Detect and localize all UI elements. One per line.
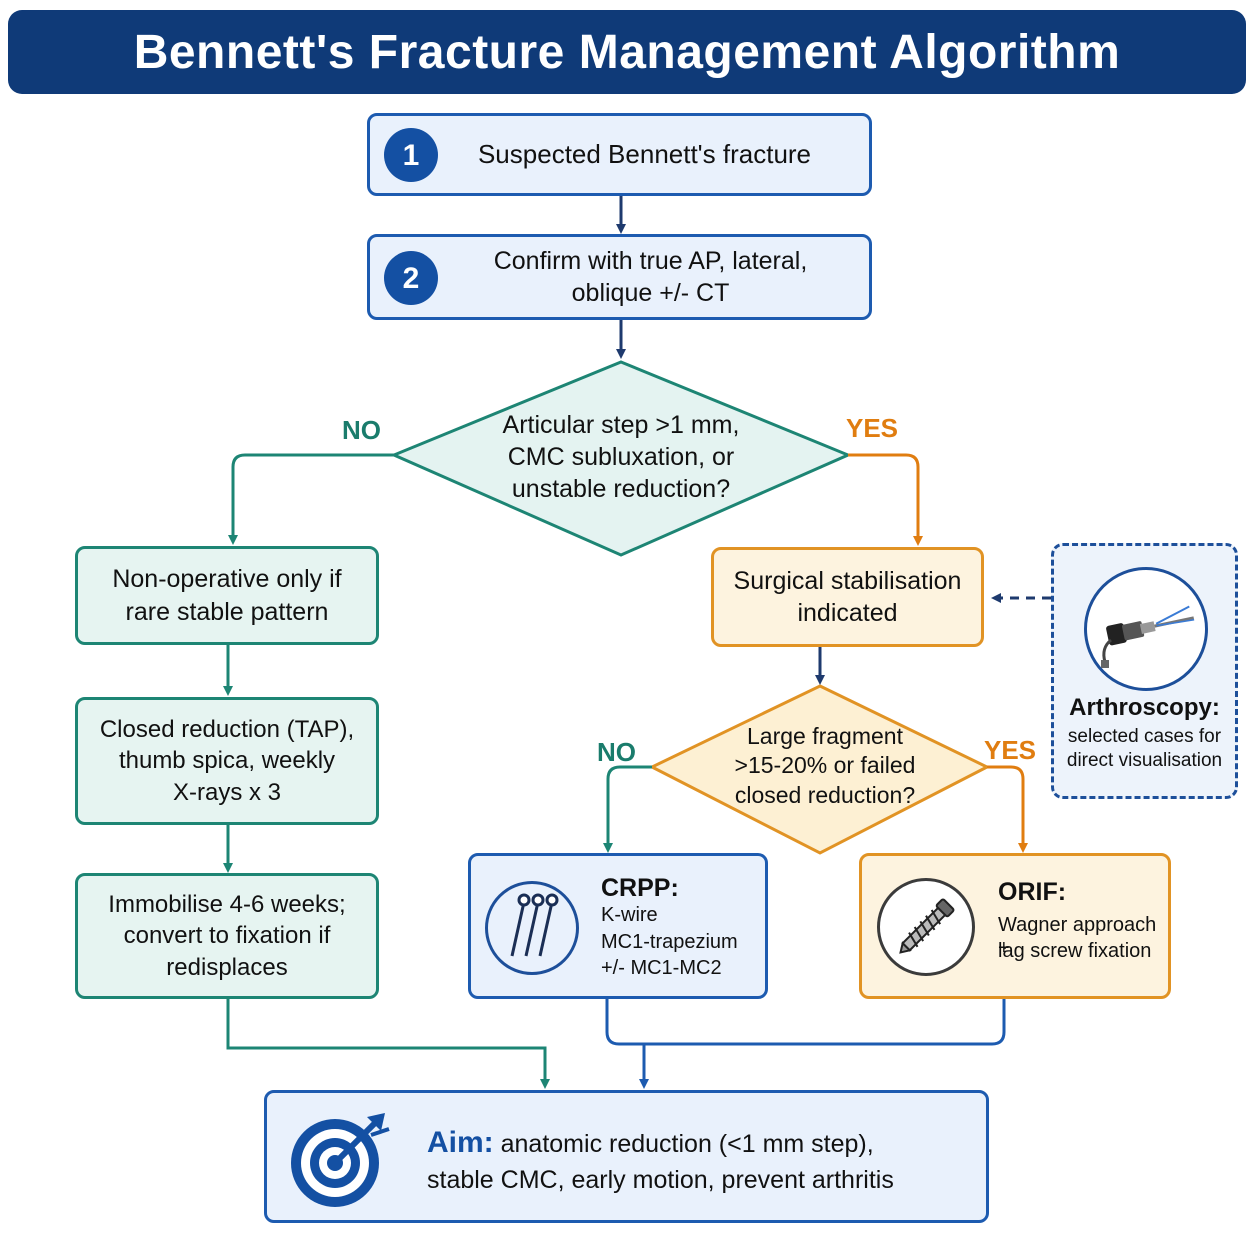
crpp-title: CRPP: bbox=[601, 874, 679, 902]
aim-line2: stable CMC, early motion, prevent arthri… bbox=[427, 1165, 894, 1194]
decision2-text: Large fragment >15-20% or failed closed … bbox=[712, 720, 938, 812]
immobilise-line1: Immobilise 4-6 weeks; bbox=[108, 891, 346, 919]
decision1-diamond bbox=[390, 360, 852, 557]
surgical-box: Surgical stabilisation indicated bbox=[711, 547, 984, 647]
immobilise-line2: convert to fixation if bbox=[123, 922, 331, 950]
aim-label: Aim: bbox=[427, 1126, 494, 1159]
crpp-box: CRPP: K-wire MC1-trapezium +/- MC1-MC2 bbox=[468, 853, 768, 999]
arthroscopy-title: Arthroscopy: bbox=[1069, 694, 1220, 721]
arrow-decision1-yes bbox=[848, 453, 923, 546]
immobilise-box: Immobilise 4-6 weeks; convert to fixatio… bbox=[75, 873, 379, 999]
crpp-line1: K-wire bbox=[601, 904, 658, 926]
step2-number-badge: 2 bbox=[384, 251, 438, 305]
orif-line1: Wagner approach + bbox=[998, 914, 1157, 959]
decision1-no-label: NO bbox=[342, 415, 381, 445]
surgical-line1: Surgical stabilisation bbox=[733, 566, 962, 595]
nonoperative-line2: rare stable pattern bbox=[125, 597, 329, 626]
arthroscopy-box: Arthroscopy: selected cases for direct v… bbox=[1051, 543, 1238, 799]
step2-text-line2: oblique +/- CT bbox=[571, 279, 730, 307]
decision2-line1: Large fragment bbox=[747, 722, 903, 749]
decision1-yes-label: YES bbox=[846, 413, 899, 443]
step1-number-badge: 1 bbox=[384, 128, 438, 182]
k-wire-icon bbox=[485, 881, 579, 975]
decision2-no-label: NO bbox=[597, 737, 636, 767]
nonoperative-line1: Non-operative only if bbox=[112, 565, 342, 593]
arrow-right-aim bbox=[605, 998, 1006, 1046]
aim-line1: anatomic reduction (<1 mm step), bbox=[500, 1130, 874, 1158]
decision2-line3: closed reduction? bbox=[734, 781, 916, 808]
screw-icon bbox=[877, 878, 975, 976]
step2-text-line1: Confirm with true AP, lateral, bbox=[493, 247, 808, 275]
decision1-line1: Articular step >1 mm, bbox=[502, 411, 740, 439]
orif-box: ORIF: Wagner approach + lag screw fixati… bbox=[859, 853, 1171, 999]
closed-reduction-box: Closed reduction (TAP), thumb spica, wee… bbox=[75, 697, 379, 825]
decision2-diamond bbox=[648, 684, 991, 855]
decision2-line2: >15-20% or failed bbox=[734, 752, 916, 779]
decision1-line3: unstable reduction? bbox=[511, 475, 731, 503]
crpp-line3: +/- MC1-MC2 bbox=[601, 957, 722, 979]
step2-box: 2 Confirm with true AP, lateral, oblique… bbox=[367, 234, 872, 320]
arthroscope-icon bbox=[1084, 567, 1208, 691]
closed-reduction-line2: thumb spica, weekly bbox=[118, 747, 336, 775]
arrow-decision2-yes bbox=[987, 765, 1028, 853]
page-title: Bennett's Fracture Management Algorithm bbox=[133, 25, 1121, 79]
immobilise-line3: redisplaces bbox=[166, 953, 288, 981]
decision1-line2: CMC subluxation, or bbox=[507, 443, 735, 471]
crpp-line2: MC1-trapezium bbox=[601, 931, 738, 953]
closed-reduction-line1: Closed reduction (TAP), bbox=[99, 716, 355, 744]
title-bar: Bennett's Fracture Management Algorithm bbox=[8, 10, 1246, 94]
surgical-line2: indicated bbox=[797, 599, 898, 627]
closed-reduction-line3: X-rays x 3 bbox=[172, 778, 282, 806]
aim-box: Aim: anatomic reduction (<1 mm step), st… bbox=[264, 1090, 989, 1223]
orif-title: ORIF: bbox=[998, 878, 1067, 906]
decision1-text: Articular step >1 mm, CMC subluxation, o… bbox=[464, 408, 778, 506]
step1-box: 1 Suspected Bennett's fracture bbox=[367, 113, 872, 196]
arrow-decision2-no bbox=[603, 765, 652, 853]
arthroscopy-line2: direct visualisation bbox=[1066, 750, 1223, 771]
arrow-decision1-no bbox=[228, 453, 394, 545]
target-icon bbox=[287, 1107, 391, 1211]
arrow-left-aim bbox=[226, 998, 550, 1089]
decision2-yes-label: YES bbox=[984, 735, 1037, 765]
nonoperative-box: Non-operative only if rare stable patter… bbox=[75, 546, 379, 645]
step1-text: Suspected Bennett's fracture bbox=[477, 138, 812, 169]
arthroscopy-line1: selected cases for bbox=[1067, 726, 1222, 747]
orif-line2: lag screw fixation bbox=[998, 940, 1152, 962]
aim-text: Aim: anatomic reduction (<1 mm step), st… bbox=[427, 1123, 977, 1197]
